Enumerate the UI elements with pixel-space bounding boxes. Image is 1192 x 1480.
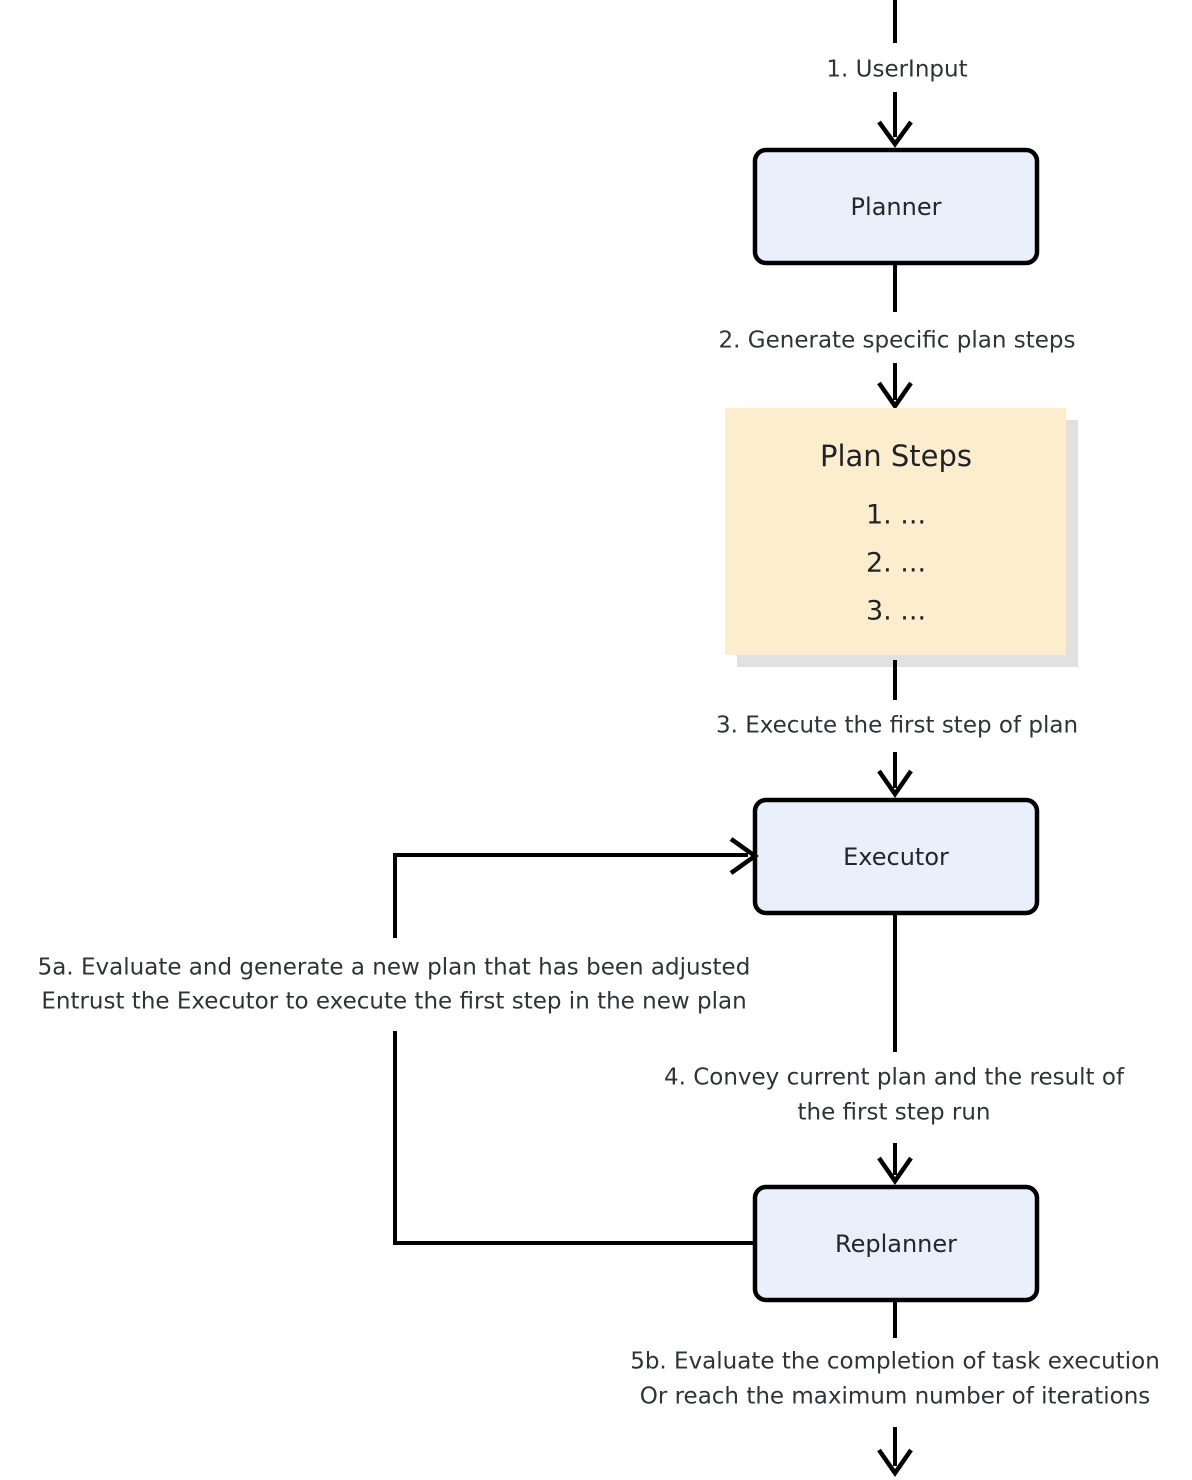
- edge-label-convey-result-line2: the first step run: [798, 1100, 991, 1126]
- note-plan-steps-item: 2. ...: [866, 548, 926, 579]
- edge-convey-result: [877, 914, 913, 1185]
- edge-label-user-input: 1. UserInput: [826, 57, 967, 83]
- edge-label-generate-plan: 2. Generate specific plan steps: [719, 328, 1076, 354]
- edge-label-execute-first-step: 3. Execute the first step of plan: [716, 713, 1078, 739]
- edge-convey-result-arrowhead: [877, 1156, 913, 1185]
- edge-label-finish-line2: Or reach the maximum number of iteration…: [640, 1384, 1151, 1410]
- edge-execute-first-step-arrowhead: [877, 769, 913, 798]
- node-replanner-label: Replanner: [835, 1230, 957, 1258]
- edge-replan-loop-arrowhead: [729, 837, 759, 875]
- node-executor[interactable]: Executor: [752, 797, 1040, 916]
- edge-user-input: [877, 0, 913, 148]
- node-planner-label: Planner: [851, 193, 942, 221]
- note-plan-steps: Plan Steps 1. ... 2. ... 3. ...: [725, 408, 1078, 667]
- note-plan-steps-box: [725, 408, 1066, 655]
- edge-label-replan-loop-line1: 5a. Evaluate and generate a new plan tha…: [38, 955, 751, 981]
- edge-execute-first-step: [877, 660, 913, 798]
- node-planner[interactable]: Planner: [752, 147, 1040, 266]
- edge-generate-plan: [877, 264, 913, 410]
- note-plan-steps-title: Plan Steps: [820, 439, 972, 473]
- note-plan-steps-item: 3. ...: [866, 596, 926, 627]
- edge-finish-arrowhead: [877, 1448, 913, 1477]
- edge-generate-plan-arrowhead: [877, 381, 913, 410]
- edge-replan-loop: [393, 837, 759, 1245]
- edge-label-replan-loop-line2: Entrust the Executor to execute the firs…: [41, 989, 746, 1015]
- node-replanner[interactable]: Replanner: [752, 1184, 1040, 1303]
- edge-label-convey-result-line1: 4. Convey current plan and the result of: [664, 1065, 1125, 1091]
- node-executor-label: Executor: [843, 843, 949, 871]
- edge-label-finish-line1: 5b. Evaluate the completion of task exec…: [630, 1349, 1160, 1375]
- node-replanner-box[interactable]: [752, 1184, 1040, 1303]
- node-planner-box[interactable]: [752, 147, 1040, 266]
- note-plan-steps-item: 1. ...: [866, 500, 926, 531]
- edge-user-input-arrowhead: [877, 120, 913, 148]
- edge-finish: [877, 1301, 913, 1477]
